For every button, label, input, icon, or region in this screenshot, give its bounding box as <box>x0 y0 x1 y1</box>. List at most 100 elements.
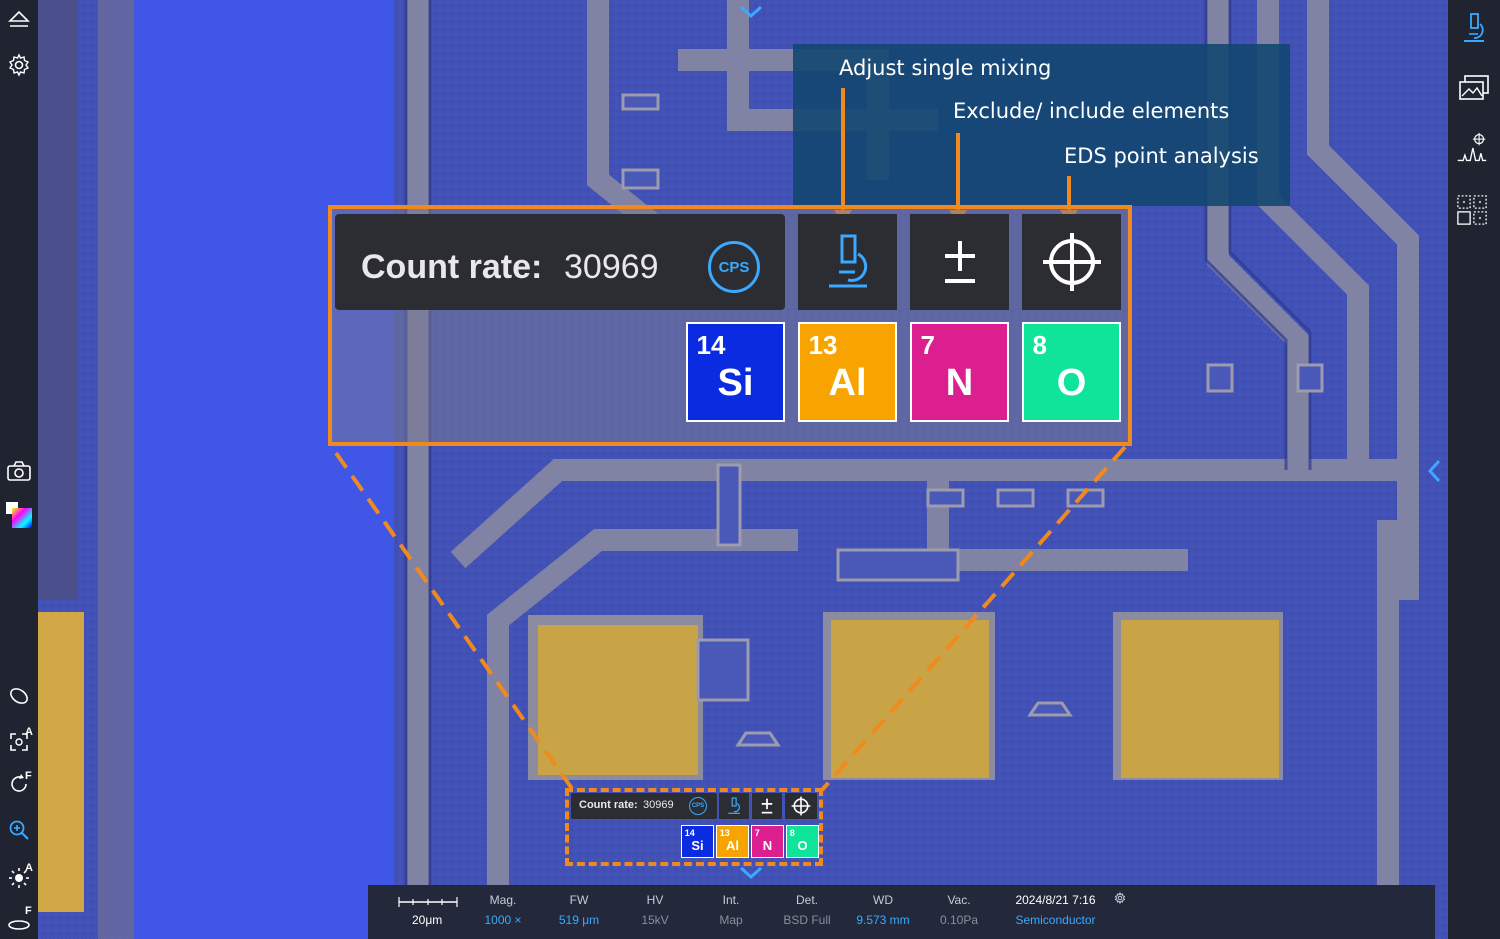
status-field-value[interactable]: 519 μm <box>558 913 600 927</box>
small-microscope-icon <box>728 797 740 814</box>
microscope-icon[interactable] <box>1458 12 1490 44</box>
arrow-eds-point <box>1067 176 1071 212</box>
collapse-left-icon[interactable] <box>1426 458 1442 489</box>
status-field-mag: Mag. 1000 × <box>468 893 538 927</box>
rotate-icon[interactable]: F <box>3 768 35 800</box>
status-field-label: FW <box>569 893 589 907</box>
small-exclude-include-button[interactable] <box>752 793 782 819</box>
small-adjust-mixing-button[interactable] <box>719 793 749 819</box>
arrow-adjust-mixing <box>841 88 845 212</box>
status-field-label: HV <box>646 893 664 907</box>
microscope-icon <box>828 234 867 288</box>
cps-toggle-button[interactable]: CPS <box>708 241 760 293</box>
status-field-det: Det. BSD Full <box>772 893 842 927</box>
status-datetime: 2024/8/21 7:16 <box>1015 893 1096 907</box>
callout-panel: Adjust single mixing Exclude/ include el… <box>793 44 1290 206</box>
small-element-number: 8 <box>789 827 795 838</box>
eject-icon[interactable] <box>3 3 35 35</box>
status-field-value[interactable]: 15kV <box>641 913 669 927</box>
small-eds-point-analysis-button[interactable] <box>785 793 817 819</box>
image-gallery-icon[interactable] <box>1458 72 1490 104</box>
plus-minus-icon <box>944 241 975 283</box>
color-map-icon[interactable] <box>3 499 35 531</box>
focus-icon[interactable]: F <box>3 905 35 937</box>
spectrum-icon[interactable] <box>1456 132 1488 164</box>
status-field-fw: FW 519 μm <box>544 893 614 927</box>
status-field-wd: WD 9.573 mm <box>848 893 918 927</box>
top-chevron-down-icon[interactable] <box>738 4 764 25</box>
zoom-icon[interactable] <box>3 814 35 846</box>
callout-eds-point: EDS point analysis <box>1064 144 1259 168</box>
callout-adjust-mixing: Adjust single mixing <box>839 56 1052 80</box>
element-symbol: Si <box>717 362 754 404</box>
grid-select-icon[interactable] <box>1456 194 1488 226</box>
status-field-label: WD <box>873 893 893 907</box>
right-toolbar <box>1448 0 1500 939</box>
auto-focus-letter: A <box>25 726 33 738</box>
callout-exclude-include: Exclude/ include elements <box>953 99 1230 123</box>
status-field-value[interactable]: Map <box>719 913 743 927</box>
left-toolbar: A F A F <box>0 0 38 939</box>
status-field-value[interactable]: 0.10Pa <box>939 913 979 927</box>
status-field-int: Int. Map <box>696 893 766 927</box>
status-field-label: Mag. <box>489 893 517 907</box>
small-cps-toggle-button[interactable]: CPS <box>689 797 707 815</box>
small-element-number: 14 <box>684 827 695 838</box>
element-number: 14 <box>696 329 726 360</box>
count-rate-box: Count rate: 30969 CPS <box>335 214 785 310</box>
scale-bar: 20μm <box>398 895 458 927</box>
camera-icon[interactable] <box>3 455 35 487</box>
brightness-icon[interactable]: A <box>3 862 35 894</box>
small-crosshair-icon <box>791 796 811 816</box>
rotate-letter: F <box>25 770 32 782</box>
scale-bar-label: 20μm <box>412 913 443 927</box>
status-field-value[interactable]: 1000 × <box>484 913 522 927</box>
eds-point-analysis-button[interactable] <box>1022 214 1121 310</box>
eds-widget-highlight <box>565 788 823 866</box>
status-field-value[interactable]: BSD Full <box>783 913 831 927</box>
focus-letter: F <box>25 905 32 917</box>
crosshair-icon <box>1042 233 1101 291</box>
element-number: 7 <box>920 329 936 360</box>
count-rate-label: Count rate: <box>361 248 543 286</box>
small-count-rate-label: Count rate: <box>579 799 638 811</box>
element-number: 13 <box>808 329 838 360</box>
status-sample[interactable]: Semiconductor <box>1015 913 1096 927</box>
status-field-label: Vac. <box>947 893 971 907</box>
element-number: 8 <box>1032 329 1048 360</box>
status-field-hv: HV 15kV <box>620 893 690 927</box>
small-element-number: 7 <box>754 827 760 838</box>
status-settings-gear-icon[interactable] <box>1114 891 1126 909</box>
element-symbol: N <box>945 362 974 404</box>
status-field-vac: Vac. 0.10Pa <box>924 893 994 927</box>
status-field-value[interactable]: 9.573 mm <box>856 913 910 927</box>
small-element-symbol: Al <box>726 838 739 853</box>
small-element-symbol: N <box>762 838 773 853</box>
exclude-include-button[interactable] <box>910 214 1009 310</box>
small-count-rate-value: 30969 <box>643 799 674 811</box>
gear-icon[interactable] <box>3 49 35 81</box>
small-plus-minus-icon <box>761 798 773 814</box>
ellipse-icon[interactable] <box>3 680 35 712</box>
status-field-label: Int. <box>722 893 740 907</box>
brightness-letter: A <box>25 862 33 874</box>
count-rate-value: 30969 <box>564 248 659 286</box>
small-element-number: 13 <box>719 827 730 838</box>
status-field-label: Det. <box>795 893 818 907</box>
auto-focus-icon[interactable]: A <box>3 726 35 758</box>
status-datetime-sample: 2024/8/21 7:16 Semiconductor <box>1008 893 1103 927</box>
small-element-symbol: Si <box>691 838 704 853</box>
adjust-mixing-button[interactable] <box>798 214 897 310</box>
element-symbol: Al <box>828 362 867 404</box>
bottom-chevron-down-icon[interactable] <box>738 865 764 886</box>
element-symbol: O <box>1056 362 1087 404</box>
